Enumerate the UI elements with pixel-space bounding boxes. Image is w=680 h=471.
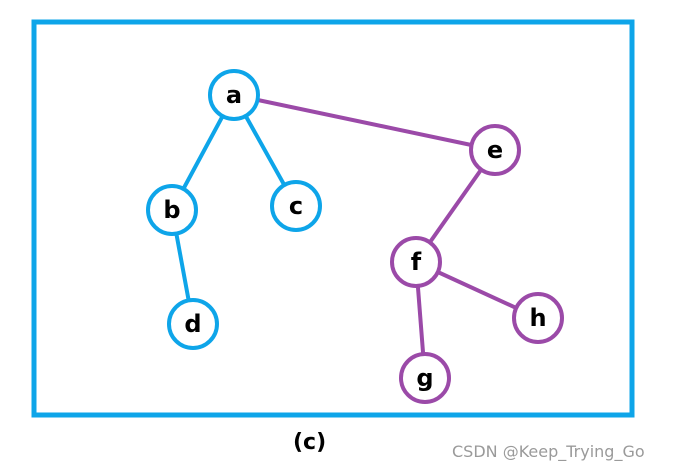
node-label-c: c <box>289 192 303 220</box>
node-label-g: g <box>416 364 433 392</box>
node-circle-d <box>167 298 219 350</box>
node-label-h: h <box>529 304 546 332</box>
nodes-layer: a b c d e f g h <box>146 69 564 404</box>
node-label-d: d <box>184 310 201 338</box>
watermark: CSDN @Keep_Trying_Go <box>452 442 645 461</box>
node-label-e: e <box>487 136 503 164</box>
node-c: c <box>270 180 322 232</box>
node-label-b: b <box>163 196 180 224</box>
figure-caption: (c) <box>293 430 327 455</box>
node-label-f: f <box>411 248 422 276</box>
node-b: b <box>146 184 198 236</box>
node-e: e <box>469 124 521 176</box>
node-a: a <box>208 69 260 121</box>
edge-a-e <box>232 93 497 152</box>
node-d: d <box>167 298 219 350</box>
node-circle-a <box>208 69 260 121</box>
node-circle-e <box>469 124 521 176</box>
diagram-frame <box>31 19 635 418</box>
node-circle-g <box>399 352 451 404</box>
node-circle-h <box>512 292 564 344</box>
node-f: f <box>390 236 442 288</box>
node-circle-b <box>146 184 198 236</box>
node-circle-c <box>270 180 322 232</box>
node-h: h <box>512 292 564 344</box>
node-circle-f <box>390 236 442 288</box>
node-label-a: a <box>226 81 242 109</box>
node-g: g <box>399 352 451 404</box>
